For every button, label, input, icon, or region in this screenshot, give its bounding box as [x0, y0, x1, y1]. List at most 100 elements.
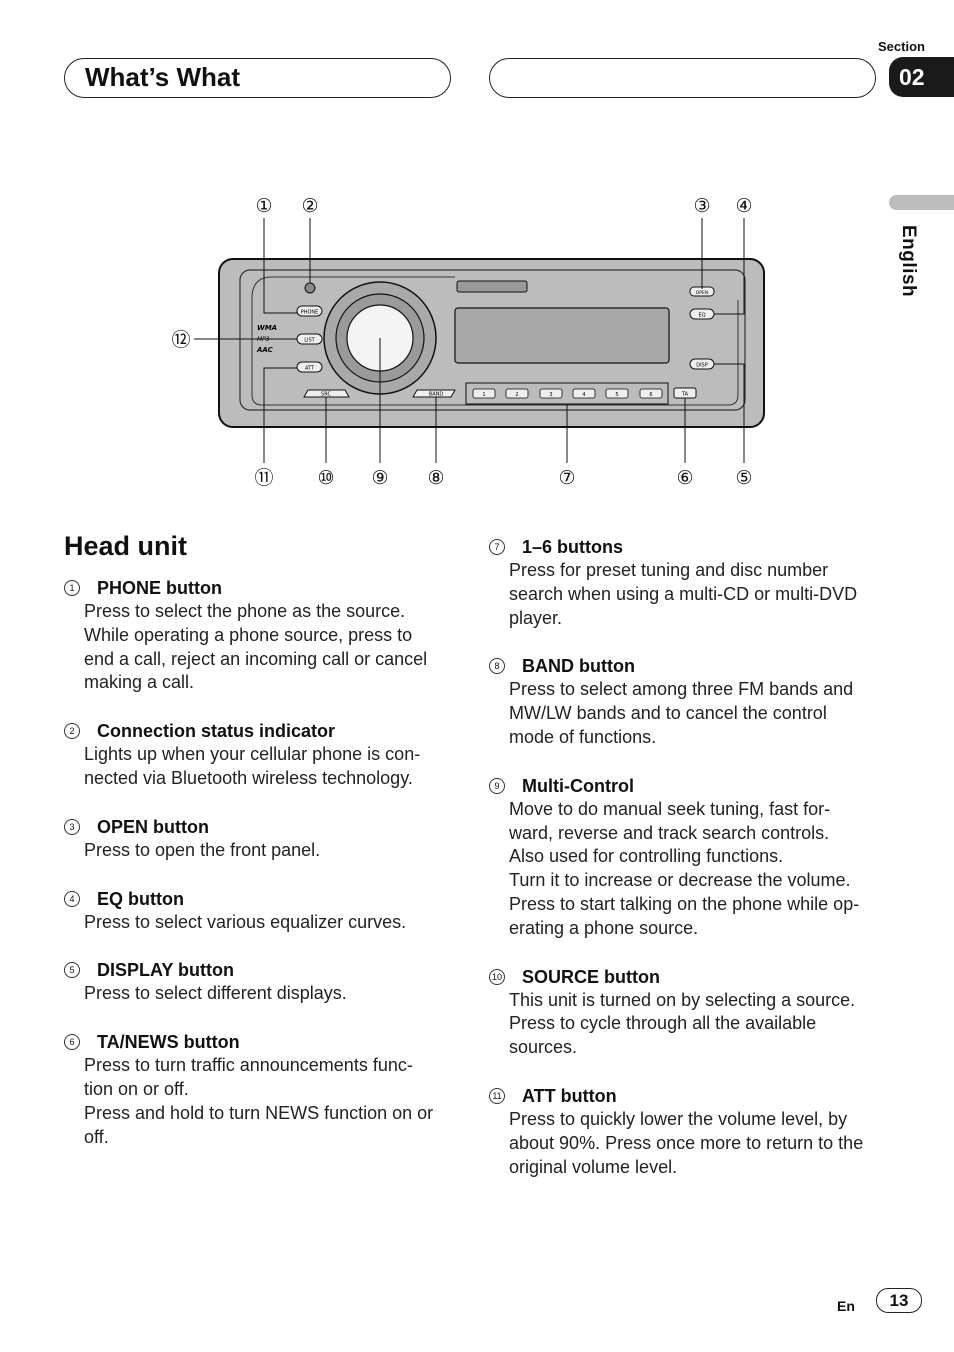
item-header: 5 DISPLAY button: [64, 958, 464, 982]
svg-text:DISP: DISP: [696, 363, 708, 369]
item-title: PHONE button: [97, 578, 222, 598]
description-line: player.: [509, 607, 563, 628]
item-header: 11 ATT button: [489, 1084, 889, 1108]
description-line: end a call, reject an incoming call or c…: [84, 648, 428, 669]
svg-text:1: 1: [482, 392, 485, 398]
description-line: off.: [84, 1126, 109, 1147]
callout-10: ⑩: [317, 467, 334, 489]
description-line: MW/LW bands and to cancel the control: [509, 703, 827, 724]
description-line: Press to turn traffic announcements func…: [84, 1055, 413, 1076]
item-description: Press to quickly lower the volume level,…: [509, 1108, 889, 1179]
head-unit-bezel: [239, 269, 746, 411]
description-line: Press and hold to turn NEWS function on …: [84, 1102, 434, 1123]
description-line: making a call.: [84, 672, 195, 693]
item-header: 3 OPEN button: [64, 815, 464, 839]
page-number: 13: [876, 1288, 922, 1313]
svg-text:4: 4: [582, 392, 585, 398]
svg-text:LIST: LIST: [304, 338, 315, 344]
description-line: Press to select various equalizer curves…: [84, 911, 407, 932]
language-label: English: [898, 225, 919, 298]
item-description: This unit is turned on by selecting a so…: [509, 989, 889, 1060]
svg-text:PHONE: PHONE: [301, 310, 319, 316]
description-line: nected via Bluetooth wireless technology…: [84, 767, 413, 788]
item-description: Move to do manual seek tuning, fast for-…: [509, 798, 889, 941]
item-number: 3: [64, 818, 80, 835]
item-number: 5: [64, 962, 80, 979]
preset-buttons: 1 2 3 4 5 6: [472, 388, 663, 399]
callout-6: ⑥: [676, 467, 693, 489]
item-description: Press to turn traffic announcements func…: [84, 1054, 464, 1149]
source-button: [303, 389, 350, 398]
section-heading: Head unit: [64, 531, 188, 561]
description-line: Press for preset tuning and disc number: [509, 560, 829, 580]
description-line: ward, reverse and track search controls.: [509, 822, 830, 843]
att-button: [296, 361, 323, 373]
section-number-badge: 02: [889, 57, 954, 97]
description-line: Press to select different displays.: [84, 983, 347, 1004]
item-description: Lights up when your cellular phone is co…: [84, 743, 464, 791]
connection-indicator: [304, 282, 316, 294]
item-number: 11: [489, 1087, 505, 1104]
callout-7: ⑦: [558, 467, 575, 489]
item-title: DISPLAY button: [97, 960, 235, 981]
item-description: Press to select among three FM bands and…: [509, 678, 889, 749]
svg-text:SRC: SRC: [321, 392, 331, 398]
svg-text:6: 6: [649, 392, 652, 398]
description-line: Press to cycle through all the available: [509, 1013, 817, 1034]
footer-language: En: [837, 1298, 855, 1314]
item-title: Connection status indicator: [97, 721, 336, 742]
description-line: While operating a phone source, press to: [84, 624, 413, 645]
description-line: tion on or off.: [84, 1078, 189, 1099]
item-title: SOURCE button: [522, 966, 660, 987]
item-title: 1–6 buttons: [522, 537, 624, 557]
svg-text:AAC: AAC: [256, 346, 274, 354]
callout-8: ⑧: [427, 467, 444, 489]
callout-12: ⑫: [171, 329, 190, 351]
svg-text:5: 5: [615, 392, 618, 398]
item-description: Press to select various equalizer curves…: [84, 911, 464, 935]
svg-text:ATT: ATT: [305, 366, 315, 372]
svg-text:BAND: BAND: [429, 392, 444, 398]
svg-text:TA: TA: [681, 392, 689, 398]
header-blank-box: [489, 58, 876, 98]
description-line: Press to open the front panel.: [84, 839, 321, 860]
svg-text:3: 3: [549, 392, 552, 398]
description-line: Press to start talking on the phone whil…: [509, 893, 860, 914]
phone-button: [296, 305, 323, 317]
head-unit-diagram: PHONE LIST ATT WMA MP3 AAC SRC BAND 1 2 …: [171, 195, 765, 489]
item-title: TA/NEWS button: [97, 1032, 240, 1053]
description-line: Lights up when your cellular phone is co…: [84, 744, 421, 765]
svg-text:WMA: WMA: [257, 324, 277, 332]
callout-5: ⑤: [735, 467, 752, 489]
item-title: BAND button: [522, 656, 635, 677]
svg-text:EQ: EQ: [698, 313, 705, 319]
callout-9: ⑨: [371, 467, 388, 489]
cd-slot: [456, 280, 528, 293]
item-title: ATT button: [522, 1085, 617, 1106]
description-line: Move to do manual seek tuning, fast for-: [509, 798, 831, 819]
leader-lines: [194, 218, 745, 463]
item-description: Press to select different displays.: [84, 982, 464, 1006]
item-title: OPEN button: [97, 816, 209, 837]
band-button: [412, 389, 456, 398]
description-line: This unit is turned on by selecting a so…: [509, 989, 856, 1010]
item-number: 2: [64, 723, 80, 740]
description-line: about 90%. Press once more to return to …: [509, 1132, 864, 1153]
svg-text:OPEN: OPEN: [696, 290, 708, 296]
